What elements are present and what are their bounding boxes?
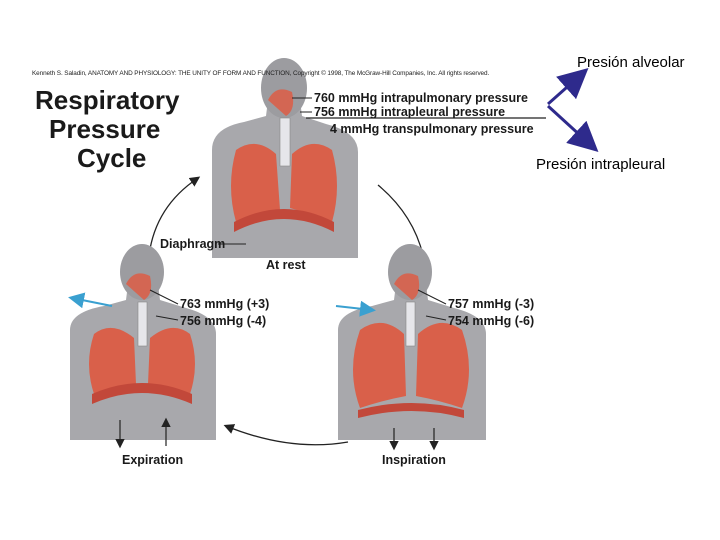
air-out-arrow [68,292,113,309]
intrapleural-arrow [546,104,599,153]
inspiration-pressure-2: 754 mmHg (-6) [448,314,535,328]
title-line-1: Respiratory [35,85,180,115]
inspiration-pressure-1: 757 mmHg (-3) [448,297,535,311]
alveolar-pressure-annotation: Presión alveolar [577,54,685,71]
rest-transpulmonary-label: 4 mmHg transpulmonary pressure [330,122,534,136]
at-rest-caption: At rest [266,258,306,272]
diaphragm-label: Diaphragm [160,237,226,251]
cycle-arrow-bottom [223,424,349,446]
inspiration-caption: Inspiration [382,453,446,467]
at-rest-torso [212,58,358,258]
expiration-pressure-1: 763 mmHg (+3) [180,297,270,311]
expiration-caption: Expiration [122,453,184,467]
figure-title: Respiratory Pressure Cycle [35,86,180,173]
copyright-credit: Kenneth S. Saladin, ANATOMY AND PHYSIOLO… [32,70,490,77]
title-line-2: Pressure [49,114,161,144]
rest-intrapleural-label: 756 mmHg intrapleural pressure [314,105,506,119]
air-in-arrow [335,300,376,317]
title-line-3: Cycle [77,143,147,173]
alveolar-arrow [547,68,589,106]
expiration-pressure-2: 756 mmHg (-4) [180,314,267,328]
intrapleural-pressure-annotation: Presión intrapleural [536,156,666,173]
rest-intrapulmonary-label: 760 mmHg intrapulmonary pressure [314,91,528,105]
expiration-torso [68,244,216,449]
inspiration-torso [335,244,486,451]
